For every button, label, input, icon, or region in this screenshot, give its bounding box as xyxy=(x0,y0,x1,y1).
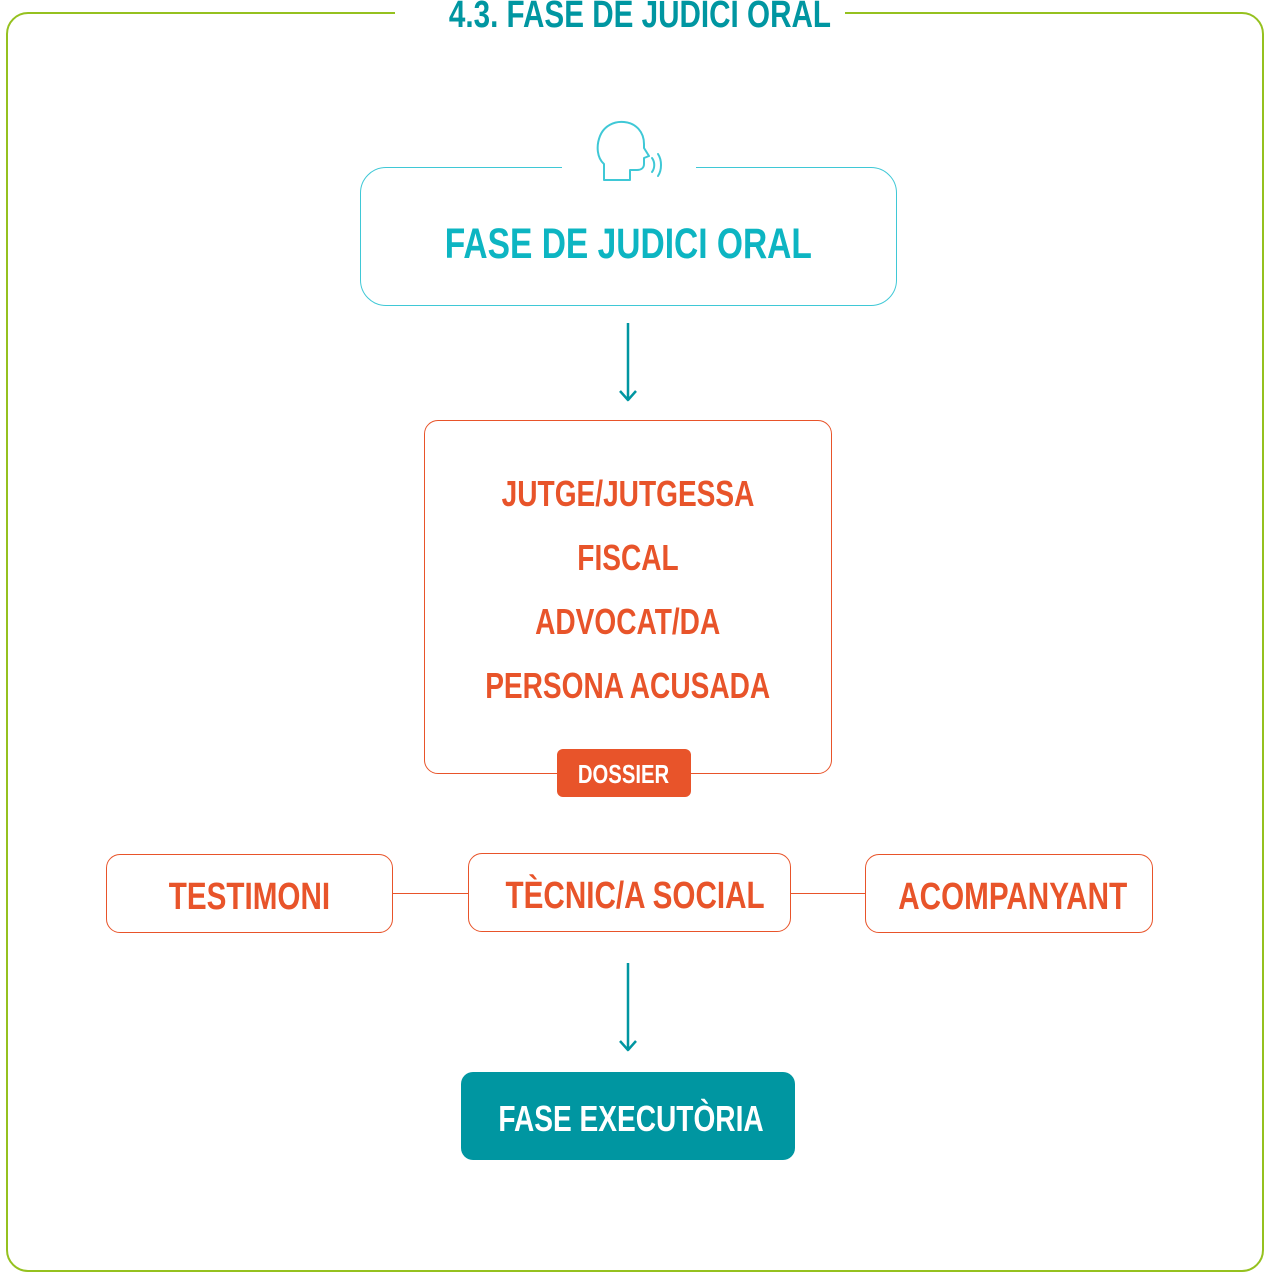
section-title-text: 4.3. Fase de judici oral xyxy=(448,0,832,36)
dossier-badge: Dossier xyxy=(557,749,691,797)
connector-right xyxy=(790,893,866,894)
participants-box: Jutge/jutgessa Fiscal Advocat/da Persona… xyxy=(424,420,832,774)
role-label-center: Tècnic/a social xyxy=(505,875,765,917)
role-box-companion: Acompanyant xyxy=(865,854,1153,933)
role-label-right: Acompanyant xyxy=(898,876,1128,918)
execution-phase-box: Fase executòria xyxy=(461,1072,795,1160)
role-box-testimoni: Testimoni xyxy=(106,854,393,933)
speaking-person-icon xyxy=(562,114,696,194)
role-box-social-technician: Tècnic/a social xyxy=(468,853,791,932)
dossier-label: Dossier xyxy=(578,759,670,789)
participant-item: Fiscal xyxy=(577,537,679,578)
participant-item: Jutge/jutgessa xyxy=(501,473,755,514)
execution-phase-label: Fase executòria xyxy=(498,1098,764,1139)
arrow-down-1 xyxy=(617,323,639,403)
arrow-down-2 xyxy=(617,963,639,1053)
connector-left xyxy=(392,893,469,894)
oral-phase-label: Fase de judici oral xyxy=(444,220,813,268)
participant-item: Advocat/da xyxy=(535,601,721,642)
oral-phase-box: Fase de judici oral xyxy=(360,167,897,306)
role-label-left: Testimoni xyxy=(168,876,331,918)
participant-item: Persona acusada xyxy=(485,665,771,706)
section-title: 4.3. Fase de judici oral xyxy=(395,0,845,36)
